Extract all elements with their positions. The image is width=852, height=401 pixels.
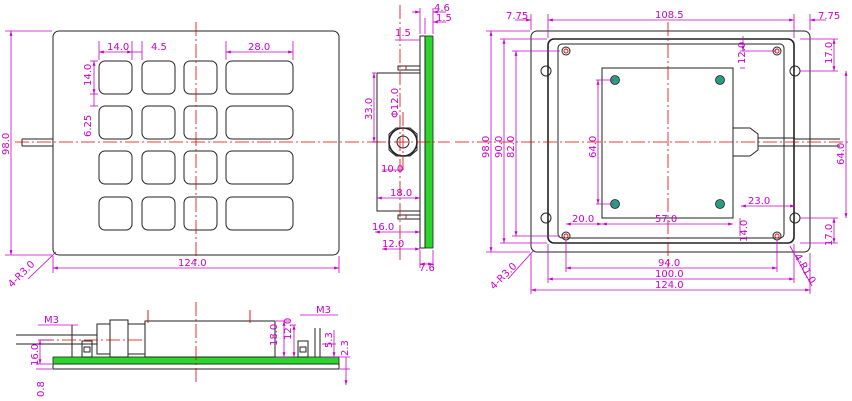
dim-rear-pcb-bottom: 14.0 [739, 220, 750, 242]
dim-rear-margin-left: 7.75 [506, 11, 528, 22]
dim-side-left-top: 1.5 [395, 28, 411, 39]
dim-bottom-h53: 5.3 [324, 332, 335, 348]
rear-view: 7.75 108.5 7.75 98.0 90.0 82.0 12.0 64.0… [455, 10, 850, 294]
dim-side-cable-h: 33.0 [364, 98, 375, 120]
dim-rear-right-mid: 64.0 [836, 143, 847, 165]
dim-rear-inner-width: 108.5 [655, 10, 684, 21]
key [183, 196, 218, 231]
dim-side-depth: 18.0 [390, 188, 412, 199]
key [183, 150, 218, 185]
dim-wide-key: 28.0 [248, 42, 270, 53]
dim-side-gland-dia: Φ12.0 [390, 88, 401, 118]
key-wide [225, 60, 294, 95]
keypad-keys [98, 60, 294, 231]
key-wide [225, 105, 294, 140]
dim-rear-right-top: 17.0 [824, 42, 835, 64]
front-view: 14.0 4.5 28.0 14.0 6.25 98.0 124.0 4-R3.… [1, 22, 380, 290]
key [141, 196, 176, 231]
dim-bottom-height-l: 16.0 [30, 344, 41, 366]
dim-rear-w2: 100.0 [655, 269, 684, 280]
dim-bottom-thread-l: M3 [44, 315, 59, 326]
dim-rear-w1: 94.0 [658, 258, 680, 269]
key [183, 105, 218, 140]
bottom-view: M3 M3 16.0 0.8 18.0 12.0 5.3 2.3 [16, 302, 351, 397]
dim-side-top-b: 1.5 [436, 13, 452, 24]
dim-key-gap: 4.5 [151, 42, 167, 53]
bottom-gland [96, 319, 146, 358]
key [141, 60, 176, 95]
dim-side-gland-depth: 10.0 [381, 164, 403, 175]
dim-rear-corner: 4-R3.0 [488, 261, 519, 292]
bottom-body [144, 320, 276, 358]
key [98, 60, 133, 95]
key [98, 105, 133, 140]
dim-side-thickness: 7.6 [419, 263, 435, 274]
dim-key-width: 14.0 [107, 42, 129, 53]
dim-rear-corner-r: 4-R1.0 [791, 252, 817, 286]
dim-bottom-plate: 0.8 [36, 381, 47, 397]
rear-outer [530, 30, 811, 253]
key [98, 196, 133, 231]
dim-rear-height-b: 90.0 [494, 136, 505, 158]
dim-side-top-a: 4.6 [434, 3, 450, 14]
side-view: 4.6 1.5 1.5 33.0 Φ12.0 10.0 18.0 16.0 12… [364, 3, 452, 274]
rear-inner [557, 43, 785, 239]
dim-rear-hole-offset: 12.0 [737, 42, 748, 64]
dim-rear-height: 98.0 [481, 136, 492, 158]
key [141, 105, 176, 140]
dim-bottom-h23: 2.3 [340, 340, 351, 356]
key [141, 150, 176, 185]
dim-rear-margin-right: 7.75 [818, 11, 840, 22]
dim-rear-bottom-left: 20.0 [572, 214, 594, 225]
key-wide [225, 150, 294, 185]
key [98, 150, 133, 185]
dim-rear-right-bot: 17.0 [824, 224, 835, 246]
dim-rear-gland-offset: 23.0 [748, 196, 770, 207]
rear-frame [547, 38, 795, 244]
dim-side-standoff: 16.0 [372, 222, 394, 233]
dim-bottom-h18: 18.0 [269, 324, 280, 346]
dim-bottom-thread-r: M3 [316, 305, 331, 316]
dim-row-gap: 6.25 [83, 115, 94, 137]
rear-module [601, 67, 734, 219]
dim-rear-w3: 124.0 [655, 280, 684, 291]
dim-bottom-h12: 12.0 [283, 318, 294, 340]
rear-gland [732, 127, 795, 157]
dim-rear-pcb-height: 64.0 [588, 136, 599, 158]
dim-front-width: 124.0 [178, 258, 207, 269]
dim-rear-height-c: 82.0 [506, 136, 517, 158]
dim-side-base: 12.0 [382, 239, 404, 250]
key [183, 60, 218, 95]
dim-front-height: 98.0 [1, 133, 12, 155]
dim-rear-pcb-width: 57.0 [655, 214, 677, 225]
dim-key-height: 14.0 [83, 64, 94, 86]
rear-standoffs [610, 75, 725, 209]
rear-mount-holes [540, 46, 801, 241]
key-wide [225, 196, 294, 231]
